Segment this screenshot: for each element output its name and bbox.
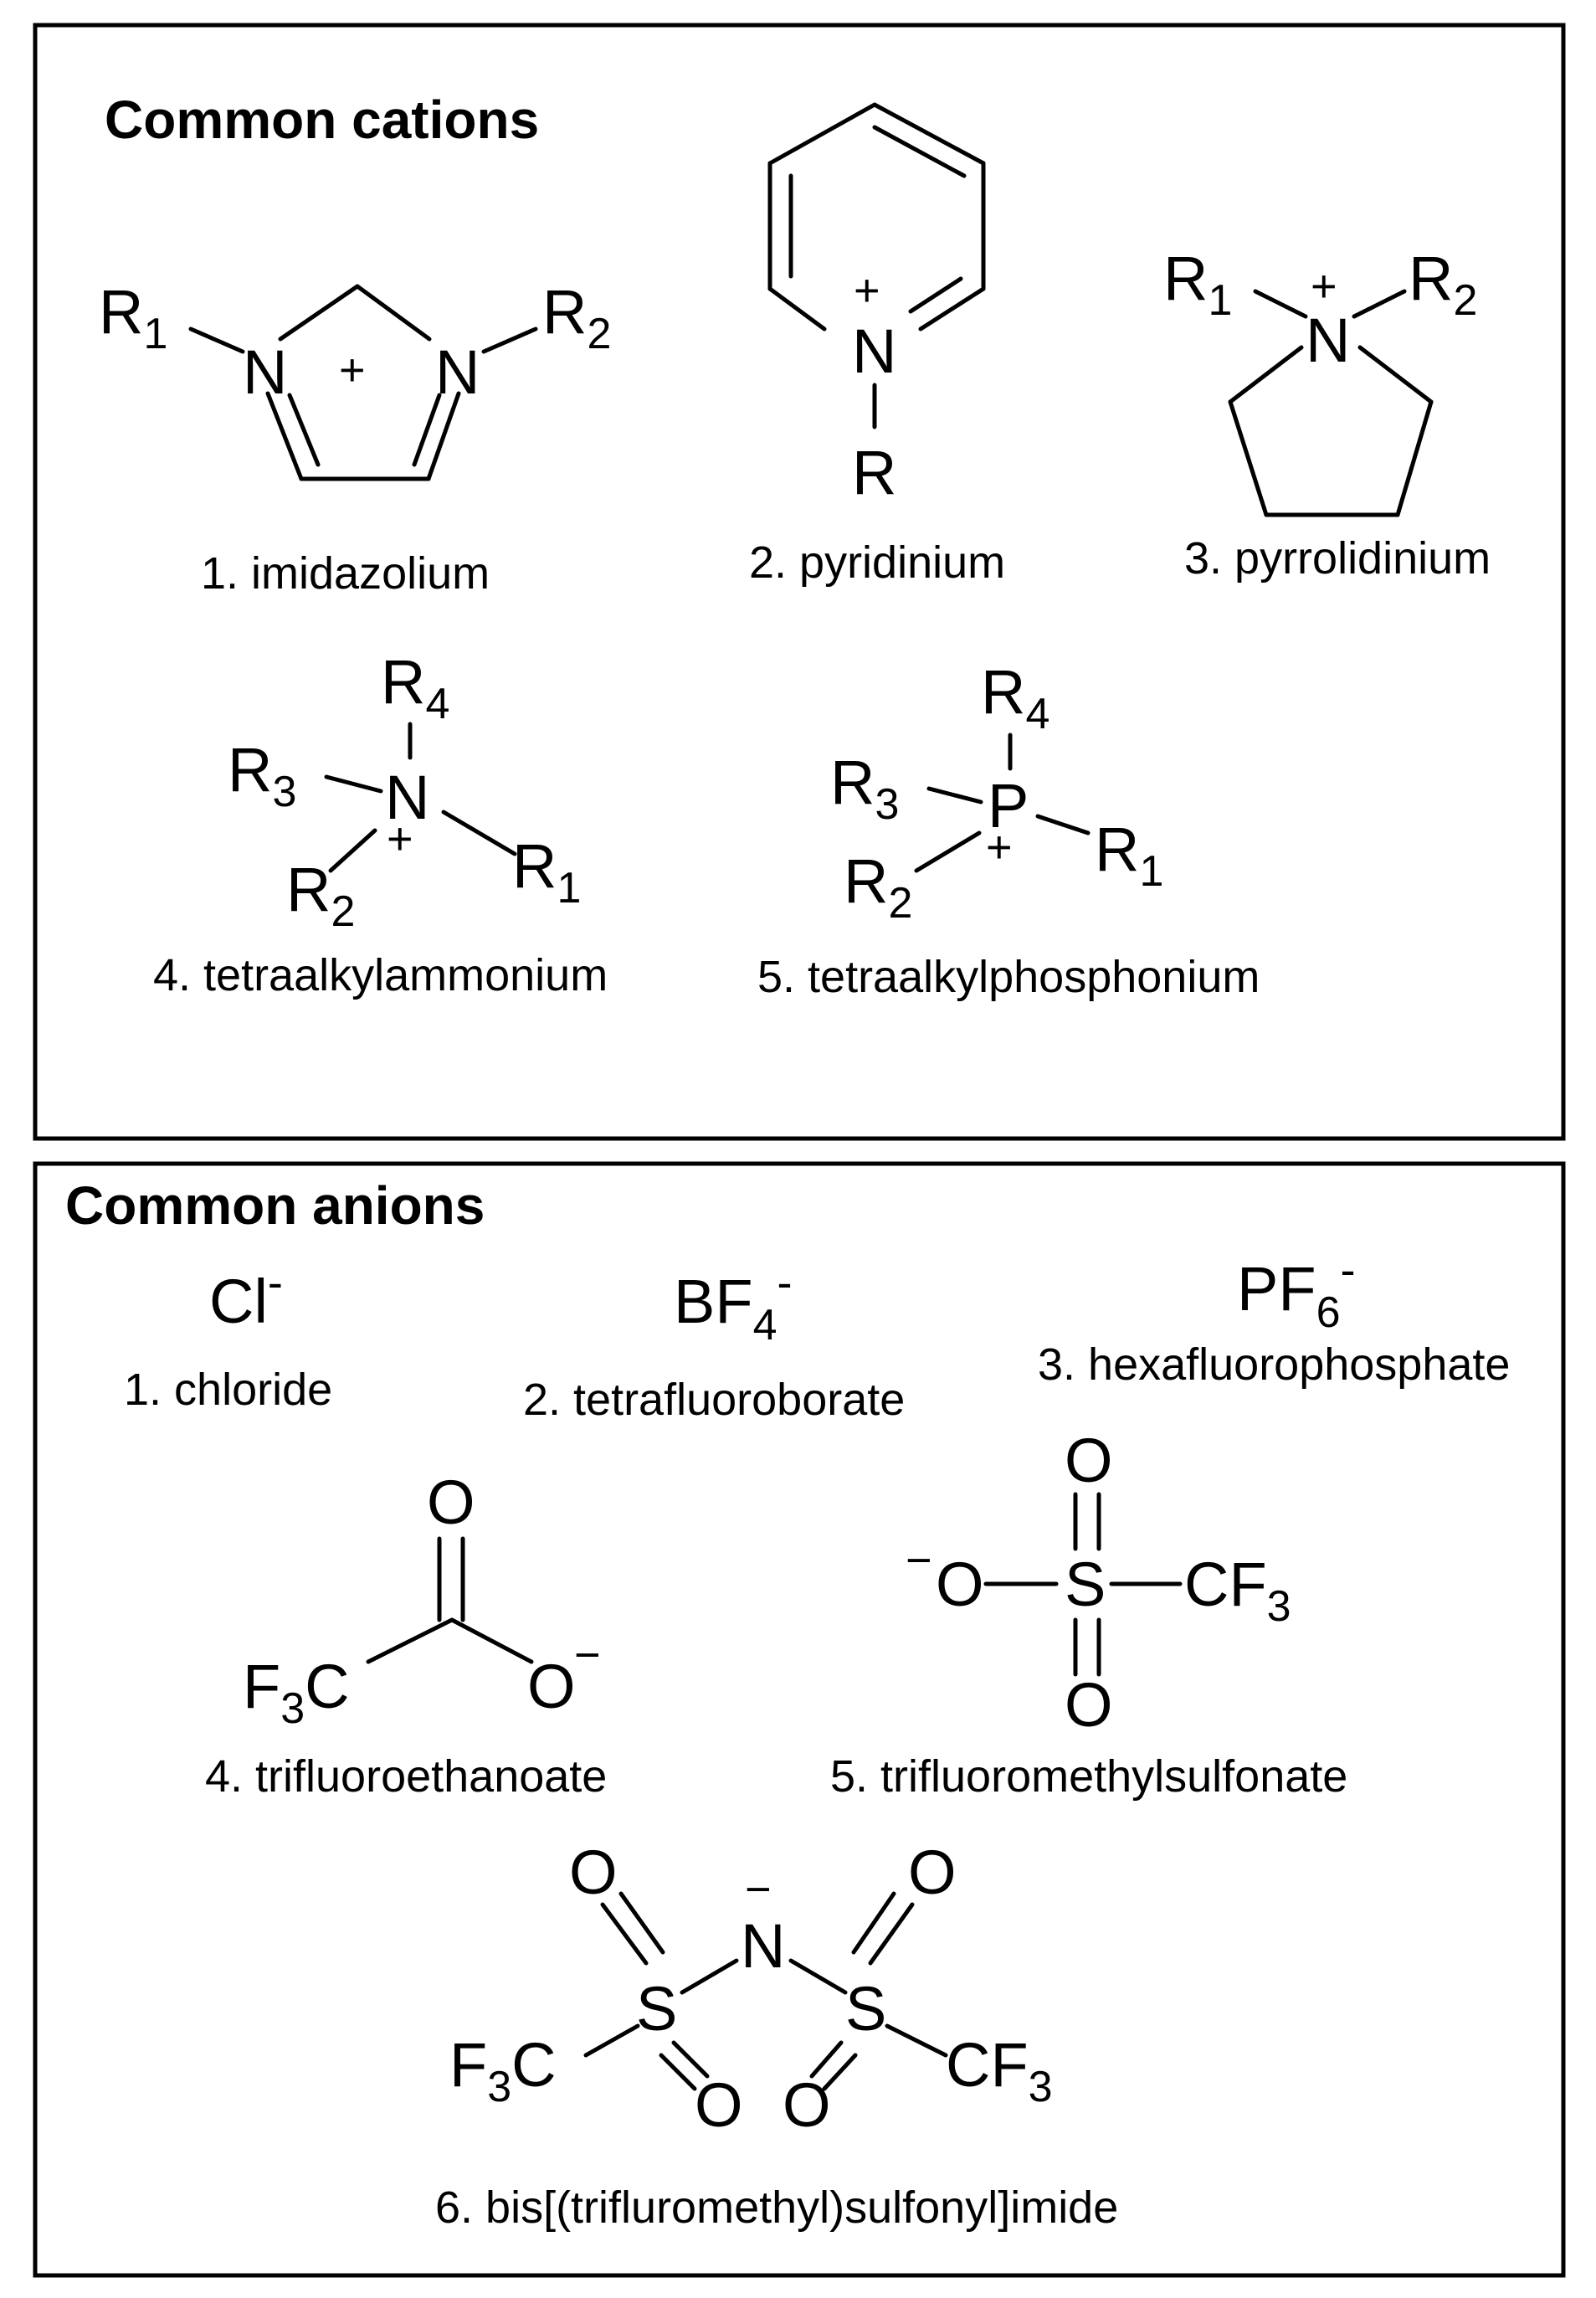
tfa-f3c: F xyxy=(243,1652,280,1721)
tfsi-s2: S xyxy=(845,1974,886,2044)
bf4-formula: BF xyxy=(674,1267,753,1336)
pyrr-r2: R xyxy=(1409,244,1453,313)
pyr-plus: + xyxy=(854,265,880,316)
imid-r2: R xyxy=(542,277,587,347)
tfsi-o1: O xyxy=(569,1838,618,1907)
ammon-r4: R xyxy=(381,647,425,717)
tetraalkylammonium-structure: R4 R3 N + R1 R2 4. tetraalkylammonium xyxy=(153,647,608,1000)
phos-p: P xyxy=(988,771,1029,841)
ammon-r1: R xyxy=(512,831,557,901)
svg-text:R2: R2 xyxy=(844,846,912,928)
tfs-o-top: O xyxy=(1065,1426,1113,1495)
svg-text:F3C: F3C xyxy=(243,1652,350,1733)
pyridinium-label: 2. pyridinium xyxy=(749,537,1005,588)
pyrr-r1: R xyxy=(1163,244,1208,313)
tetrafluoroborate-structure: BF4- 2. tetrafluoroborate xyxy=(523,1257,905,1425)
tfsi-minus: − xyxy=(745,1864,772,1915)
tfa-minus: − xyxy=(574,1630,601,1680)
imid-n1: N xyxy=(243,337,287,407)
svg-text:R1: R1 xyxy=(512,831,581,913)
tfs-cf3: CF xyxy=(1184,1550,1267,1619)
pyridinium-structure: + N R 2. pyridinium xyxy=(749,102,1005,588)
imid-plus: + xyxy=(339,345,366,395)
svg-text:R2: R2 xyxy=(542,277,611,358)
svg-text:PF6-: PF6- xyxy=(1237,1245,1355,1337)
tfsi-o3: O xyxy=(695,2070,743,2140)
svg-text:R2: R2 xyxy=(286,855,355,936)
chloride-formula: Cl xyxy=(209,1267,268,1336)
svg-text:F3C: F3C xyxy=(449,2030,557,2111)
tfsi-s1: S xyxy=(636,1974,677,2044)
tfa-o-minus: O xyxy=(527,1652,576,1721)
ammon-n: N xyxy=(385,763,429,832)
tfsi-o2: O xyxy=(908,1838,957,1907)
trifluoromethylsulfonate-label: 5. trifluoromethylsulfonate xyxy=(830,1751,1347,1802)
phos-r4: R xyxy=(981,657,1025,727)
svg-text:CF3: CF3 xyxy=(946,2030,1053,2111)
tetraalkylammonium-label: 4. tetraalkylammonium xyxy=(153,950,608,1000)
bistriflimide-label: 6. bis[(triflurometh­yl)sulfonyl]imide xyxy=(435,2182,1118,2233)
trifluoroethanoate-label: 4. trifluoroethanoate xyxy=(205,1751,607,1802)
pyrr-plus: + xyxy=(1311,261,1337,311)
tfs-minus: − xyxy=(906,1535,932,1586)
svg-text:R3: R3 xyxy=(830,748,899,829)
phos-plus: + xyxy=(986,822,1013,872)
phos-r2: R xyxy=(844,846,888,916)
tetrafluoroborate-label: 2. tetrafluoroborate xyxy=(523,1375,905,1425)
cations-panel xyxy=(33,23,1566,1141)
imidazolium-label: 1. imidazolium xyxy=(201,548,490,599)
pyrrolidinium-label: 3. pyrrolidinium xyxy=(1184,533,1491,583)
tfsi-n: N xyxy=(741,1911,785,1981)
pyrrolidinium-structure: R1 R2 + N 3. pyrrolidinium xyxy=(1163,244,1491,583)
hexafluorophosphate-structure: PF6- 3. hexafluorophosphate xyxy=(1038,1245,1510,1390)
svg-text:R1: R1 xyxy=(1163,244,1232,325)
svg-text:CF3: CF3 xyxy=(1184,1550,1291,1631)
anions-title: Common anions xyxy=(65,1175,485,1236)
tfa-o-top: O xyxy=(427,1468,475,1537)
imidazolium-structure: R1 R2 N N + 1. imidazolium xyxy=(99,277,611,599)
pyr-r: R xyxy=(852,438,896,507)
tfsi-f3c: F xyxy=(449,2030,487,2100)
tfsi-cf3: CF xyxy=(946,2030,1029,2100)
pf6-formula: PF xyxy=(1237,1254,1316,1324)
svg-text:R1: R1 xyxy=(1095,815,1163,896)
svg-text:Cl-: Cl- xyxy=(209,1257,283,1336)
chloride-structure: Cl- 1. chloride xyxy=(124,1257,332,1415)
svg-text:R4: R4 xyxy=(381,647,449,728)
ammon-r2: R xyxy=(286,855,331,924)
svg-text:R4: R4 xyxy=(981,657,1049,738)
ammon-r3: R xyxy=(228,735,272,805)
tfs-o-bottom: O xyxy=(1065,1670,1113,1740)
ammon-plus: + xyxy=(387,814,413,864)
pyrr-n: N xyxy=(1306,306,1350,375)
phos-r3: R xyxy=(830,748,875,817)
svg-text:R3: R3 xyxy=(228,735,296,816)
bistriflimide-structure: O O − N S S F3C CF3 O O 6. bis[(trifluro… xyxy=(435,1838,1118,2233)
trifluoromethylsulfonate-structure: O − O S CF3 O 5. trifluoromethylsulfonat… xyxy=(830,1426,1347,1802)
svg-text:R1: R1 xyxy=(99,277,167,358)
hexafluorophosphate-label: 3. hexafluorophosphate xyxy=(1038,1339,1510,1390)
pyr-n: N xyxy=(852,316,896,386)
phos-r1: R xyxy=(1095,815,1139,884)
tetraalkylphosphonium-label: 5. tetraalkylphosphonium xyxy=(757,952,1260,1002)
svg-text:R2: R2 xyxy=(1409,244,1477,325)
cations-title: Common cations xyxy=(105,90,539,150)
tfs-o-minus: O xyxy=(936,1550,984,1619)
tfs-s: S xyxy=(1065,1550,1106,1619)
trifluoroethanoate-structure: O F3C O − 4. trifluoroethanoate xyxy=(205,1468,607,1802)
svg-text:BF4-: BF4- xyxy=(674,1257,792,1349)
chloride-label: 1. chloride xyxy=(124,1365,332,1415)
imid-r1: R xyxy=(99,277,143,347)
tfsi-o4: O xyxy=(783,2070,831,2140)
anions-panel xyxy=(33,1161,1566,2278)
tetraalkylphosphonium-structure: R4 R3 P + R1 R2 5. tetraalkylphosphonium xyxy=(757,657,1260,1002)
